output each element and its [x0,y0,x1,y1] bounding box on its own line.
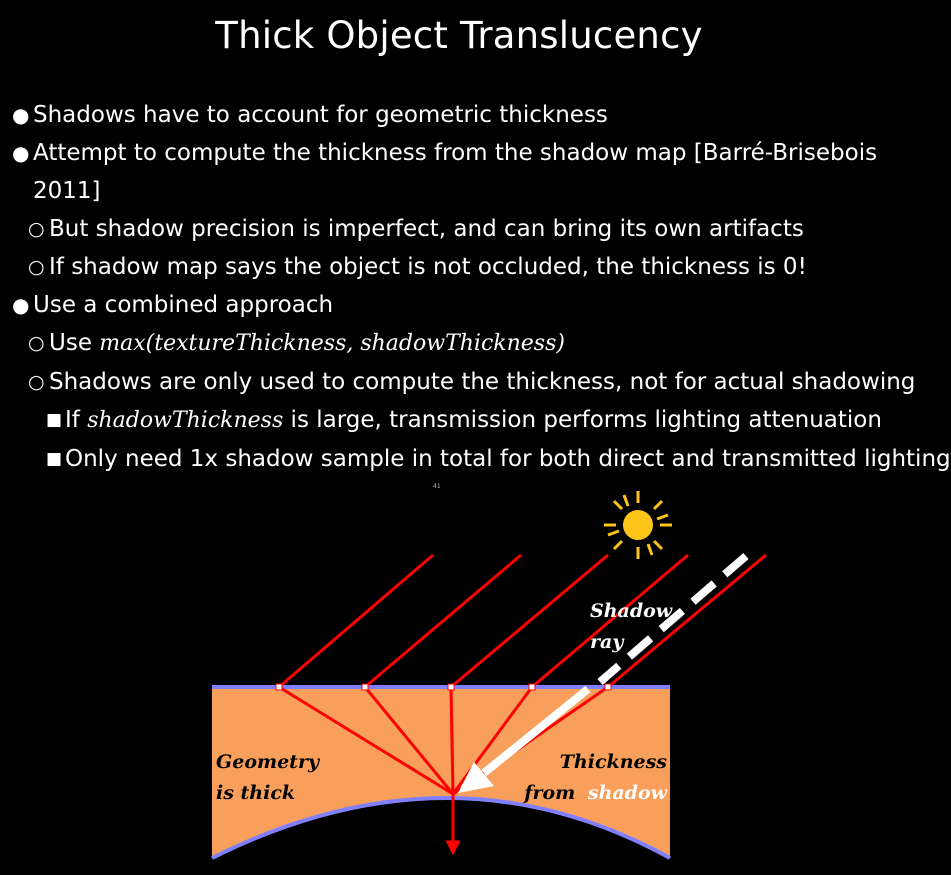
sub-sub-bullet-item: ■ If shadowThickness is large, transmiss… [12,401,907,440]
bullet-marker: ● [12,293,30,317]
light-ray [364,553,522,689]
light-ray [450,553,609,689]
sub-bullet-item: ○ Use max(textureThickness, shadowThickn… [12,324,907,363]
refracted-ray [278,685,454,796]
entry-point [447,683,455,691]
bullet-list: ● Shadows have to account for geometric … [12,96,951,478]
sub-bullet-marker: ○ [28,256,45,278]
bullet-item: ● Use a combined approach [12,286,907,324]
refracted-ray [451,686,534,795]
bullet-item: ● Attempt to compute the thickness from … [12,134,907,172]
label-shadow-word: shadow [587,782,668,804]
sub-bullet-prefix: Use [49,330,100,356]
math-expression: shadowThickness [87,408,284,433]
label-thickness: Thickness [560,751,668,773]
refracted-ray [363,686,455,795]
geometry-slab [212,687,670,858]
math-expression: max(textureThickness, shadowThickness) [99,331,565,356]
sun-icon [604,491,672,559]
sub-sub-bullet-suffix: is large, transmission performs lighting… [283,407,882,433]
thickness-diagram: Geometry is thick Thickness from shadow … [211,491,767,860]
bottom-surface [211,796,671,860]
sub-bullet-text: Shadows are only used to compute the thi… [49,369,916,395]
shadow-ray-dashed [597,552,749,686]
label-from-shadow: from shadow [522,782,667,804]
light-ray [278,553,434,689]
shadow-ray-arrowhead [458,762,494,793]
sub-bullet-item: ○ But shadow precision is imperfect, and… [12,210,907,248]
slide-title: Thick Object Translucency [215,14,703,57]
bullet-item: ● Shadows have to account for geometric … [12,96,907,134]
shadow-ray-solid [481,685,591,777]
sub-sub-bullet-text: Only need 1x shadow sample in total for … [65,446,951,472]
sub-bullet-marker: ○ [28,371,45,393]
bullet-marker: ● [12,141,30,165]
bullet-marker: ● [12,103,30,127]
square-bullet-marker: ■ [46,410,63,430]
square-bullet-marker: ■ [46,449,63,469]
entry-point [528,683,536,691]
refracted-ray [449,686,455,795]
sub-sub-bullet-prefix: If [65,407,88,433]
entry-point [275,683,283,691]
light-ray [607,553,767,689]
bullet-text: Use a combined approach [33,292,334,318]
label-shadow-ray-1: Shadow [590,600,673,622]
bullet-text: Shadows have to account for geometric th… [33,102,608,128]
sub-bullet-item: ○ Shadows are only used to compute the t… [12,363,915,401]
label-shadow-ray-2: ray [590,631,625,653]
sub-bullet-marker: ○ [28,332,45,354]
label-is-thick: is thick [216,782,295,804]
bullet-item-continuation: 2011] [12,172,907,210]
bullet-text: Attempt to compute the thickness from th… [33,140,878,166]
sub-bullet-item: ○ If shadow map says the object is not o… [12,248,907,286]
sub-bullet-marker: ○ [28,218,45,240]
sub-bullet-text: If shadow map says the object is not occ… [49,254,807,280]
light-ray [531,553,689,689]
label-geometry: Geometry [216,751,321,773]
sub-sub-bullet-item: ■ Only need 1x shadow sample in total fo… [12,440,951,478]
label-from: from [522,782,575,804]
bullet-text-continuation: 2011] [33,178,101,204]
entry-point [361,683,369,691]
entry-point [604,683,612,691]
sub-bullet-text: But shadow precision is imperfect, and c… [49,216,804,242]
page-number: 41 [433,483,441,490]
